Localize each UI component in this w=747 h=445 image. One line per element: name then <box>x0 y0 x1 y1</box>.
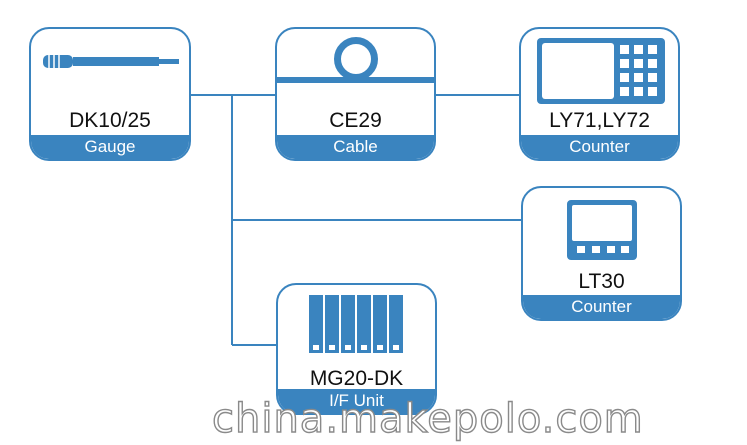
node-cable: CE29 Cable <box>275 27 436 161</box>
counter-display-icon <box>567 200 637 260</box>
cable-model-label: CE29 <box>329 109 382 132</box>
interface-model-label: MG20-DK <box>309 367 404 390</box>
counter-lt-category-label: Counter <box>523 295 680 319</box>
watermark: china.makepolo.com <box>211 395 644 442</box>
node-counter-lt: LT30 Counter <box>521 186 682 321</box>
node-counter-ly: LY71,LY72 Counter <box>519 27 680 161</box>
node-interface: MG20-DK I/F Unit <box>276 283 437 415</box>
gauge-category-label: Gauge <box>31 135 189 159</box>
cable-category-label: Cable <box>277 135 434 159</box>
probe-gauge-icon <box>43 55 179 68</box>
node-gauge: DK10/25 Gauge <box>29 27 191 161</box>
interface-category-label: I/F Unit <box>278 389 435 413</box>
cable-coil-icon <box>277 29 434 89</box>
counter-lt-model-label: LT30 <box>578 270 625 293</box>
gauge-model-label: DK10/25 <box>69 109 151 132</box>
counter-ly-category-label: Counter <box>521 135 678 159</box>
counter-ly-model-label: LY71,LY72 <box>549 109 650 132</box>
counter-keypad-icon <box>537 38 665 104</box>
interface-unit-icon <box>309 295 403 353</box>
